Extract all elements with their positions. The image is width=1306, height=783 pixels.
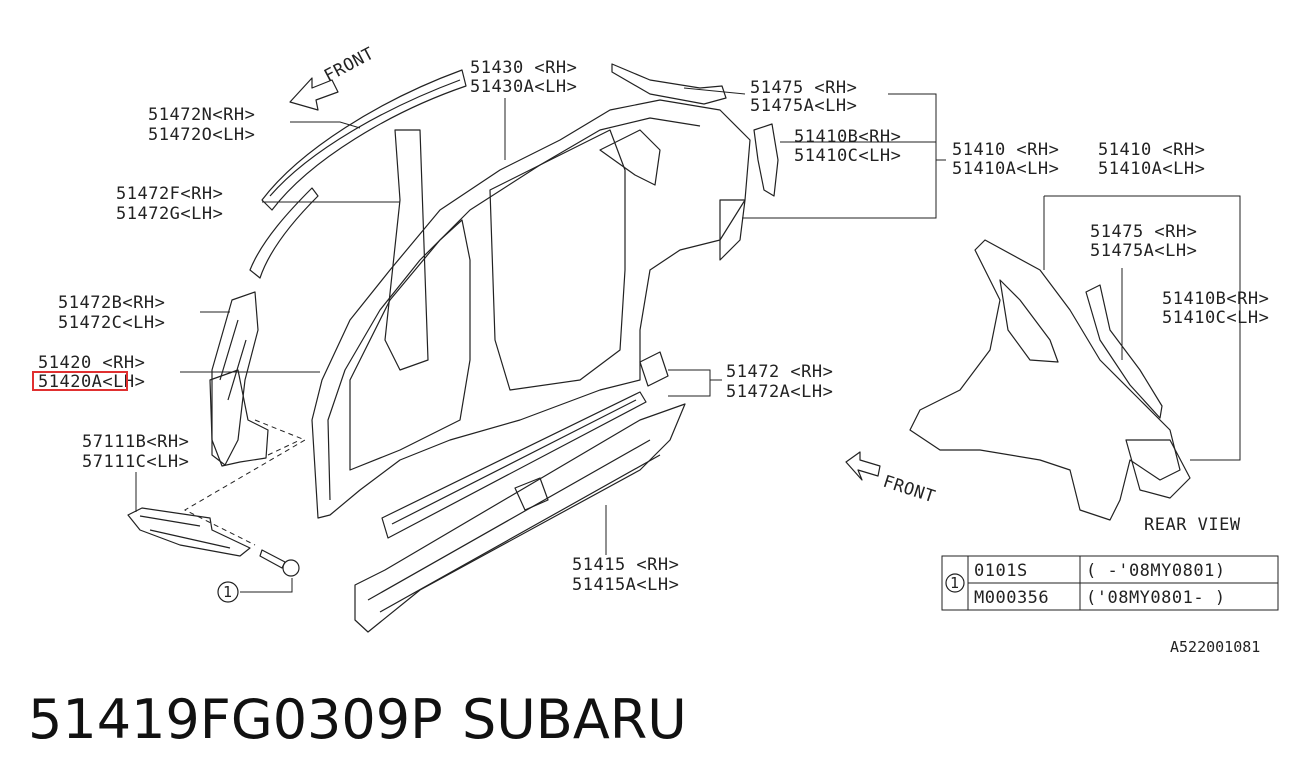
label-51410a[interactable]: 51410A<LH> — [952, 159, 1059, 179]
callout-circle — [217, 581, 239, 603]
label-51475-rear[interactable]: 51475 <RH> — [1090, 222, 1197, 242]
highlight-51420a — [32, 371, 128, 391]
bolt-table-ref-circle — [945, 573, 965, 593]
label-51410-rear[interactable]: 51410 <RH> — [1098, 140, 1205, 160]
label-51415[interactable]: 51415 <RH> — [572, 555, 679, 575]
part-labels: 51430 <RH> 51430A<LH> 51475 <RH> 51475A<… — [32, 58, 1269, 656]
front-pillar-inner — [211, 291, 259, 466]
label-57111c[interactable]: 57111C<LH> — [82, 452, 189, 472]
label-51415a[interactable]: 51415A<LH> — [572, 575, 679, 595]
label-51472b[interactable]: 51472B<RH> — [58, 293, 165, 313]
roof-rail-strip — [261, 69, 467, 211]
front-arrow-top: FRONT — [289, 44, 378, 111]
bracket-57111 — [127, 507, 251, 557]
bolt-table-range-2: ('08MY0801- ) — [1086, 588, 1226, 608]
bolt-table-ref: 1 — [950, 574, 959, 592]
upper-rail-51430 — [611, 63, 727, 105]
label-51420[interactable]: 51420 <RH> — [38, 353, 145, 373]
front-arrow-right: FRONT — [845, 451, 938, 508]
assembly-dash-1 — [183, 419, 307, 546]
callout-number[interactable]: 1 — [223, 583, 232, 601]
label-51410b-rear[interactable]: 51410B<RH> — [1162, 289, 1269, 309]
front-label-right: FRONT — [880, 472, 937, 508]
label-51410c[interactable]: 51410C<LH> — [794, 146, 901, 166]
front-label-top: FRONT — [321, 44, 378, 87]
sill-inner — [381, 391, 647, 539]
label-51410[interactable]: 51410 <RH> — [952, 140, 1059, 160]
label-51410c-rear[interactable]: 51410C<LH> — [1162, 308, 1269, 328]
leader-lines — [135, 87, 1241, 593]
label-51472n[interactable]: 51472N<RH> — [148, 105, 255, 125]
bolt-table: 1 0101S ( -'08MY0801) M000356 ('08MY0801… — [941, 555, 1279, 611]
label-51472o[interactable]: 51472O<LH> — [148, 125, 255, 145]
bolt-table-part-2[interactable]: M000356 — [974, 588, 1049, 608]
diagram-code: A522001081 — [1170, 638, 1260, 656]
assembly-dash-2 — [267, 439, 301, 456]
a-pillar-strip — [249, 187, 319, 279]
label-51475a-rear[interactable]: 51475A<LH> — [1090, 241, 1197, 261]
label-51472f[interactable]: 51472F<RH> — [116, 184, 223, 204]
label-51410a-rear[interactable]: 51410A<LH> — [1098, 159, 1205, 179]
label-51475[interactable]: 51475 <RH> — [750, 78, 857, 98]
label-51472g[interactable]: 51472G<LH> — [116, 204, 223, 224]
label-51472c[interactable]: 51472C<LH> — [58, 313, 165, 333]
part-number: 51419FG0309P — [28, 688, 443, 751]
bolt-table-part-1[interactable]: 0101S — [974, 561, 1028, 581]
label-51475a[interactable]: 51475A<LH> — [750, 96, 857, 116]
bolt-table-range-1: ( -'08MY0801) — [1086, 561, 1226, 581]
label-51410b[interactable]: 51410B<RH> — [794, 127, 901, 147]
label-51420a[interactable]: 51420A<LH> — [38, 372, 145, 392]
gusset-51472 — [639, 351, 669, 387]
bolt — [259, 549, 300, 577]
label-51472[interactable]: 51472 <RH> — [726, 362, 833, 382]
sill-outer-51415 — [354, 403, 686, 633]
rear-view-label: REAR VIEW — [1144, 515, 1241, 535]
label-51472a[interactable]: 51472A<LH> — [726, 382, 833, 402]
front-pillar-bracket — [209, 369, 269, 467]
label-51430[interactable]: 51430 <RH> — [470, 58, 577, 78]
label-51430a[interactable]: 51430A<LH> — [470, 77, 577, 97]
label-57111b[interactable]: 57111B<RH> — [82, 432, 189, 452]
rear-view-quarter-panel — [909, 239, 1191, 521]
brand-name: SUBARU — [462, 688, 687, 751]
side-body-outer — [311, 99, 751, 519]
rear-pillar-bracket — [753, 123, 779, 197]
